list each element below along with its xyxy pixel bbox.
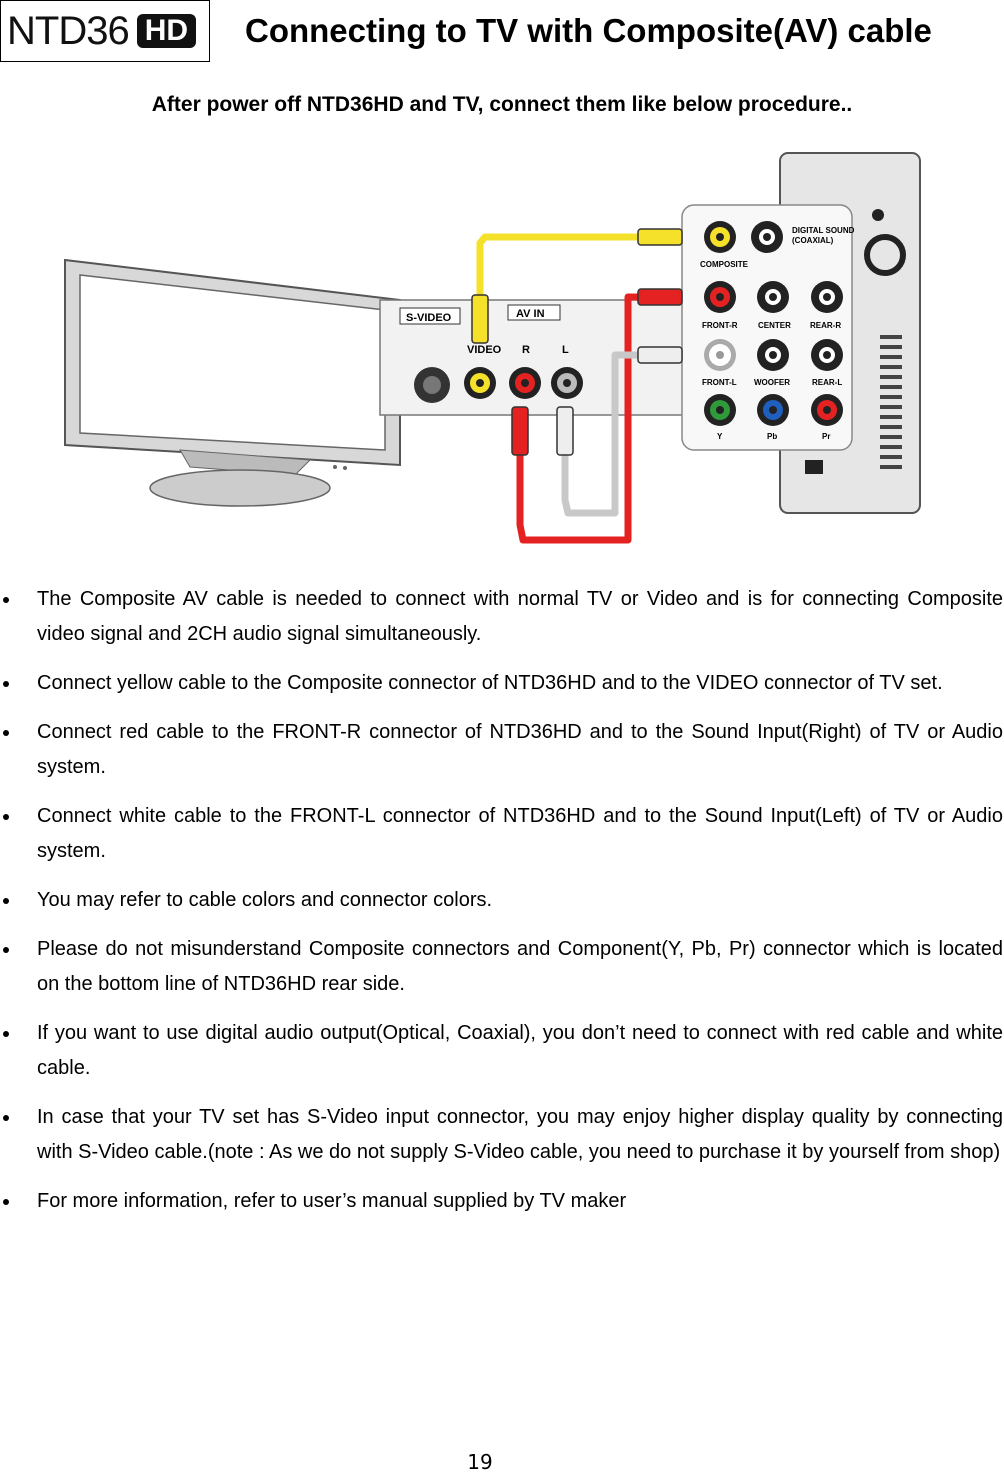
woofer-label: WOOFER <box>754 378 790 387</box>
list-item: You may refer to cable colors and connec… <box>3 883 1003 918</box>
list-item-text: Connect yellow cable to the Composite co… <box>37 672 943 694</box>
brand-logo: NTD36 HD <box>0 0 210 62</box>
avin-label: AV IN <box>516 308 545 320</box>
list-item: If you want to use digital audio output(… <box>3 1016 1003 1086</box>
list-item-text: In case that your TV set has S-Video inp… <box>37 1106 1003 1163</box>
svideo-label: S-VIDEO <box>406 312 452 324</box>
rear-r-label: REAR-R <box>810 321 841 330</box>
digital-sound-label: DIGITAL SOUND <box>792 226 855 235</box>
center-label: CENTER <box>758 321 791 330</box>
plugs <box>471 228 683 456</box>
bullet-icon <box>3 1031 9 1037</box>
instruction-list: The Composite AV cable is needed to conn… <box>3 582 1003 1233</box>
cables <box>476 233 644 544</box>
pr-label: Pr <box>822 432 830 441</box>
yellow-cable <box>476 233 644 299</box>
front-l-label: FRONT-L <box>702 378 737 387</box>
list-item: Please do not misunderstand Composite co… <box>3 932 1003 1002</box>
list-item: The Composite AV cable is needed to conn… <box>3 582 1003 652</box>
list-item-text: If you want to use digital audio output(… <box>37 1022 1003 1079</box>
red-cable <box>516 293 644 544</box>
list-item: Connect white cable to the FRONT-L conne… <box>3 799 1003 869</box>
list-item: Connect yellow cable to the Composite co… <box>3 666 1003 701</box>
rear-l-label: REAR-L <box>812 378 842 387</box>
page-number: 19 <box>467 1450 493 1474</box>
bullet-icon <box>3 814 9 820</box>
front-r-label: FRONT-R <box>702 321 738 330</box>
l-label: L <box>562 344 569 356</box>
bullet-icon <box>3 947 9 953</box>
bullet-icon <box>3 1115 9 1121</box>
composite-label: COMPOSITE <box>700 260 749 269</box>
bullet-icon <box>3 681 9 687</box>
logo-text: NTD36 <box>7 8 130 53</box>
bullet-icon <box>3 1199 9 1205</box>
bullet-icon <box>3 730 9 736</box>
r-label: R <box>522 344 530 356</box>
pb-label: Pb <box>767 432 777 441</box>
list-item-text: Connect red cable to the FRONT-R connect… <box>37 721 1003 778</box>
coaxial-label: (COAXIAL) <box>792 236 834 245</box>
device-connector-panel: COMPOSITE DIGITAL SOUND (COAXIAL) FRONT-… <box>681 204 855 451</box>
fan-icon <box>864 234 906 276</box>
video-label: VIDEO <box>467 344 502 356</box>
bullet-icon <box>3 597 9 603</box>
list-item-text: You may refer to cable colors and connec… <box>37 889 493 911</box>
bullet-icon <box>3 898 9 904</box>
list-item: In case that your TV set has S-Video inp… <box>3 1100 1003 1170</box>
page-subtitle: After power off NTD36HD and TV, connect … <box>151 93 853 116</box>
tv-illustration <box>64 258 401 507</box>
list-item-text: The Composite AV cable is needed to conn… <box>37 588 1003 645</box>
list-item: For more information, refer to user’s ma… <box>3 1184 1003 1219</box>
y-label: Y <box>717 432 723 441</box>
list-item-text: For more information, refer to user’s ma… <box>37 1190 627 1212</box>
list-item-text: Please do not misunderstand Composite co… <box>37 938 1003 995</box>
white-cable <box>561 351 644 517</box>
page-title: Connecting to TV with Composite(AV) cabl… <box>245 12 932 49</box>
connection-diagram: S-VIDEO AV IN VIDEO R L COMPOSITE <box>64 152 921 544</box>
logo-badge: HD <box>136 14 197 48</box>
list-item-text: Connect white cable to the FRONT-L conne… <box>37 805 1003 862</box>
list-item: Connect red cable to the FRONT-R connect… <box>3 715 1003 785</box>
